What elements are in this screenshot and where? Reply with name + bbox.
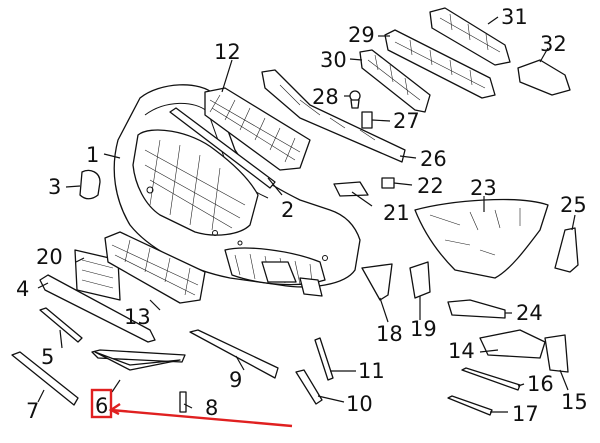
callout-17: 17 <box>512 402 539 426</box>
absorber-30 <box>359 49 431 113</box>
bracket-22 <box>381 177 395 189</box>
callout-23: 23 <box>470 176 497 200</box>
trim-11 <box>314 337 334 381</box>
callout-20: 20 <box>36 245 63 269</box>
callout-8: 8 <box>205 396 218 420</box>
bumper-cover <box>113 84 361 297</box>
side-trim-9 <box>189 329 279 379</box>
callout-22: 22 <box>417 174 444 198</box>
insert-18 <box>361 263 393 301</box>
chrome-trim-4 <box>39 274 156 343</box>
callout-25: 25 <box>560 193 587 217</box>
callout-9: 9 <box>229 368 242 392</box>
callout-24: 24 <box>516 301 543 325</box>
callout-7: 7 <box>26 399 39 423</box>
bracket-25 <box>554 227 579 273</box>
callout-4: 4 <box>16 277 29 301</box>
trim-strip-5 <box>39 307 83 343</box>
clip-28 <box>349 90 361 109</box>
callout-31: 31 <box>501 5 528 29</box>
callout-labels: 1 2 3 4 5 6 7 8 9 10 11 12 13 14 15 16 1… <box>16 5 588 426</box>
callout-28: 28 <box>312 85 339 109</box>
bracket-21 <box>333 181 369 197</box>
trim-strip-6 <box>91 349 186 363</box>
absorber-29 <box>384 29 496 99</box>
upper-grille-mesh <box>204 87 311 171</box>
callout-19: 19 <box>410 317 437 341</box>
callout-5: 5 <box>41 345 54 369</box>
callout-10: 10 <box>346 392 373 416</box>
lower-panel-23 <box>414 198 549 279</box>
callout-3: 3 <box>48 175 61 199</box>
clip-8 <box>179 391 187 413</box>
bracket-24 <box>447 299 506 319</box>
callout-32: 32 <box>540 32 567 56</box>
trim-10 <box>295 369 323 405</box>
callout-12: 12 <box>214 40 241 64</box>
callout-6: 6 <box>95 394 108 418</box>
highlight-callout-6 <box>90 388 293 428</box>
trim-strip <box>169 107 276 189</box>
side-cap-3 <box>79 169 101 200</box>
callout-21: 21 <box>383 201 410 225</box>
bracket-32 <box>517 59 571 96</box>
callout-18: 18 <box>376 322 403 346</box>
strip-16 <box>461 367 521 391</box>
callout-26: 26 <box>420 147 447 171</box>
trim-strip-6b <box>94 351 181 371</box>
leader-lines <box>37 16 576 413</box>
callout-11: 11 <box>358 359 385 383</box>
callout-1: 1 <box>86 143 99 167</box>
callout-29: 29 <box>348 23 375 47</box>
absorber-31 <box>429 7 511 66</box>
panel-15 <box>544 334 569 373</box>
strip-17 <box>447 395 493 416</box>
callout-2: 2 <box>281 198 294 222</box>
bracket-27 <box>361 111 373 129</box>
callout-27: 27 <box>393 109 420 133</box>
panel-14 <box>479 329 546 359</box>
insert-19 <box>409 261 431 299</box>
lower-grille <box>104 231 206 304</box>
callout-13: 13 <box>124 305 151 329</box>
lower-trim-7 <box>11 351 79 406</box>
callout-16: 16 <box>527 372 554 396</box>
callout-15: 15 <box>561 390 588 414</box>
callout-30: 30 <box>320 48 347 72</box>
callout-14: 14 <box>448 339 475 363</box>
